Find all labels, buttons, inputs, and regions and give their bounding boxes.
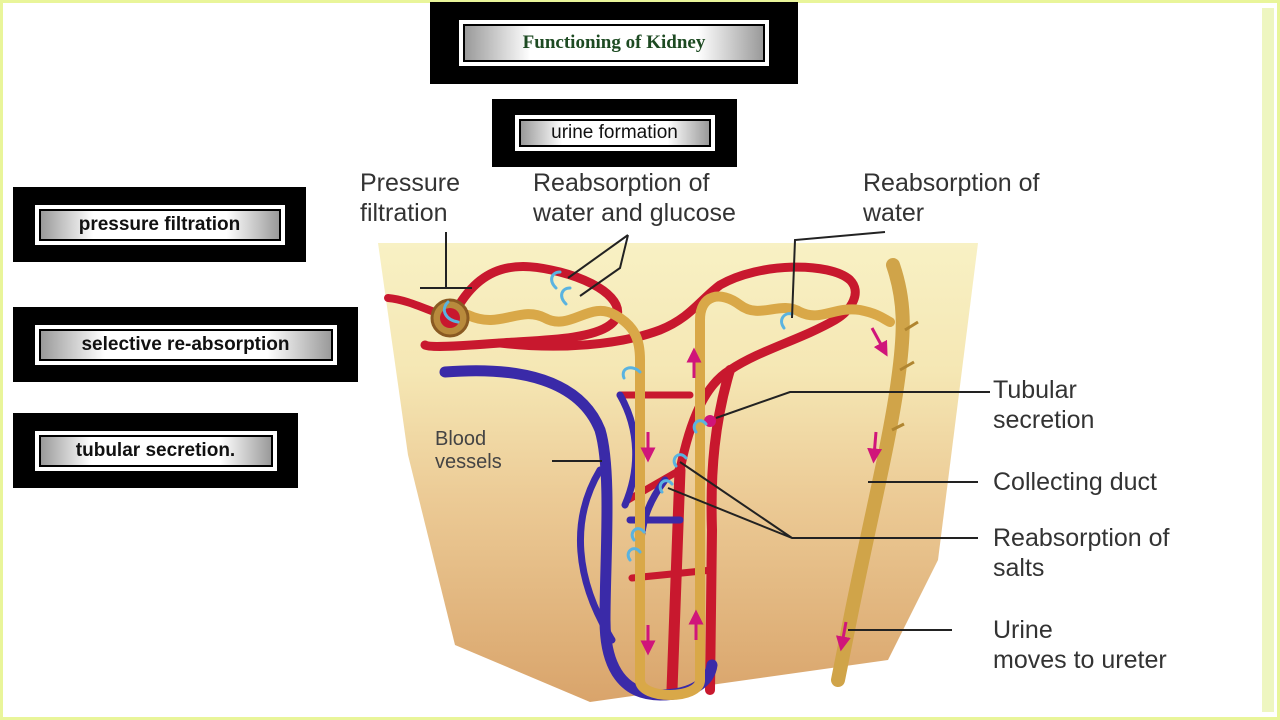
reabsorb-arrow-5 <box>621 366 642 380</box>
peritubular-artery-top <box>420 262 623 351</box>
page-title: Functioning of Kidney <box>463 24 765 62</box>
subtitle-box: urine formation <box>492 99 737 167</box>
leader-pressure-filtration <box>420 232 472 289</box>
label-blood-vessels: Blood vessels <box>435 428 502 473</box>
label-reabsorption-water: Reabsorption of water <box>863 169 1040 227</box>
label-tubular-secretion: Tubular secretion <box>993 376 1095 434</box>
loop-ascending-limb <box>695 291 895 685</box>
leader-reabsorption-water <box>791 231 886 319</box>
label-pressure-filtration: Pressure filtration <box>360 169 461 227</box>
reabsorb-arrow-4 <box>780 312 794 330</box>
selective-reabsorption-label: selective re-absorption <box>38 328 333 361</box>
collecting-duct <box>831 258 910 687</box>
tubular-secretion-box: tubular secretion. <box>13 413 298 488</box>
artery-right-branch <box>705 365 735 695</box>
page-subtitle: urine formation <box>518 119 711 147</box>
loop-of-henle-bottom <box>635 675 705 700</box>
vein-branch-1 <box>576 466 616 644</box>
label-urine-moves: Urine moves to ureter <box>993 616 1167 674</box>
selective-reabsorption-box: selective re-absorption <box>13 307 358 382</box>
reabsorb-arrow-8 <box>658 479 674 494</box>
leader-reabsorption-glucose <box>567 234 629 297</box>
title-box: Functioning of Kidney <box>430 2 798 84</box>
reabsorb-arrow-10 <box>626 547 642 562</box>
flow-arrow-duct-bottom <box>835 621 851 652</box>
reabsorb-arrow-3 <box>442 300 460 324</box>
label-reabsorption-salts: Reabsorption of salts <box>993 524 1170 582</box>
proximal-tubule <box>463 305 645 365</box>
reabsorb-arrow-1 <box>550 270 562 290</box>
tubular-secretion-label: tubular secretion. <box>38 434 273 467</box>
leader-tubular-secretion <box>715 391 990 419</box>
pressure-filtration-label: pressure filtration <box>38 208 281 241</box>
flow-arrow-duct-mid <box>867 431 883 464</box>
leader-reabsorption-salts <box>667 461 978 539</box>
reabsorb-arrow-2 <box>560 286 572 306</box>
reabsorb-arrow-7 <box>672 453 688 468</box>
label-reabsorption-water-glucose: Reabsorption of water and glucose <box>533 169 736 227</box>
label-collecting-duct: Collecting duct <box>993 468 1157 496</box>
pressure-filtration-box: pressure filtration <box>13 187 306 262</box>
reabsorb-arrow-6 <box>692 419 708 434</box>
reabsorb-arrow-9 <box>630 527 646 542</box>
flow-arrow-duct-top <box>870 327 888 357</box>
slide-side-strip <box>1262 8 1274 712</box>
descending-artery <box>666 464 686 696</box>
